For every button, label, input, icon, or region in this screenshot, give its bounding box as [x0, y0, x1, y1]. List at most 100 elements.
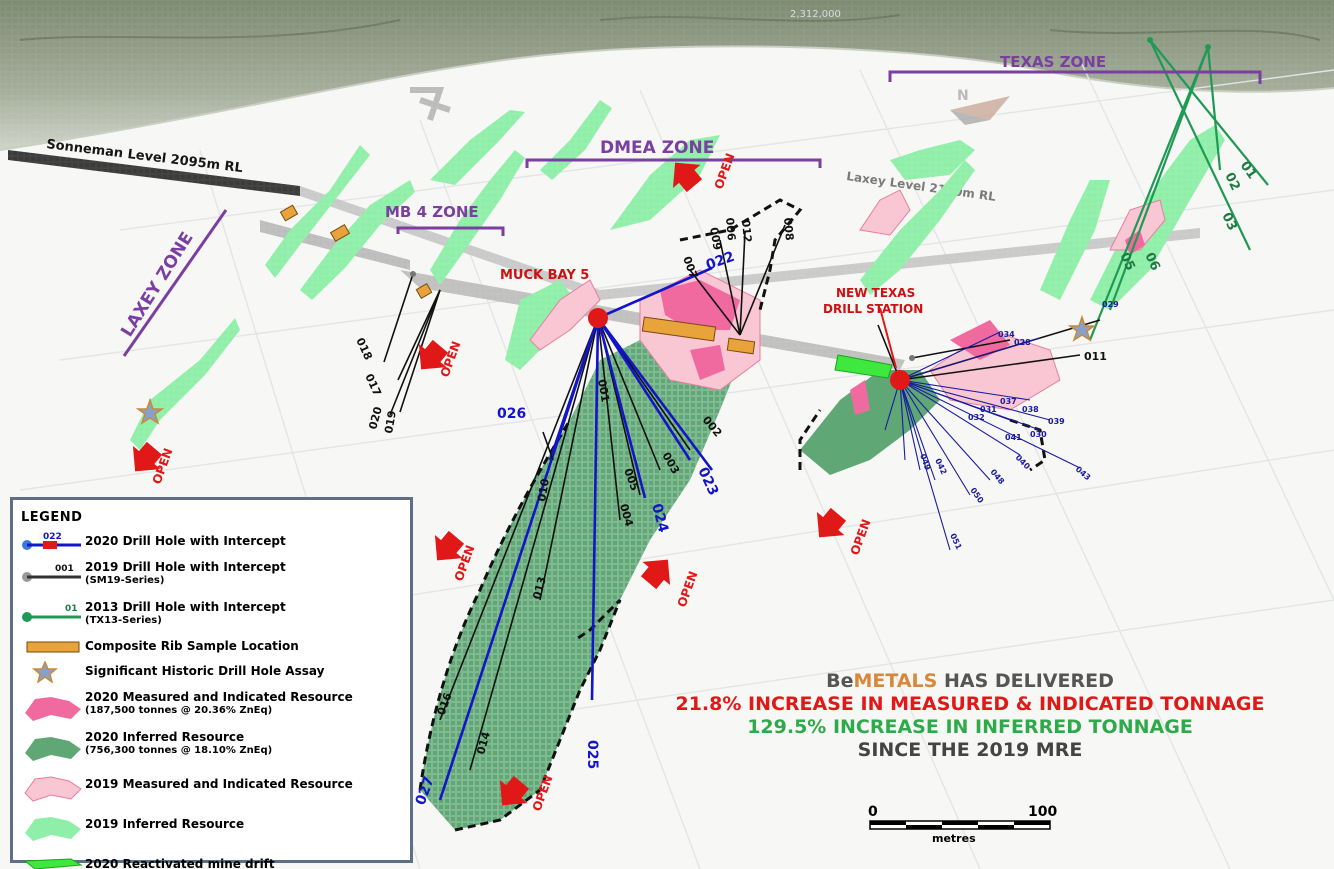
legend-label-rib-sample: Composite Rib Sample Location [85, 639, 299, 653]
legend-label-2020-hole: 2020 Drill Hole with Intercept [85, 534, 286, 548]
inferred-2020-swatch [21, 733, 85, 761]
legend-label-mi-2020: 2020 Measured and Indicated Resource [85, 690, 353, 704]
hole-2013-symbol: 01 [21, 603, 85, 625]
hole-label-008: 008 [781, 217, 796, 241]
headline-line1-rest: HAS DELIVERED [937, 670, 1114, 692]
legend-item-2019-hole: 001 2019 Drill Hole with Intercept(SM19-… [21, 554, 402, 594]
fan-label-030: 030 [1030, 430, 1047, 439]
legend-item-inferred-2020: 2020 Inferred Resource(756,300 tonnes @ … [21, 724, 402, 764]
new-texas-label-line1: NEW TEXAS [836, 286, 915, 300]
headline-line2: 21.8% INCREASE IN MEASURED & INDICATED T… [675, 693, 1265, 715]
legend-item-drift: 2020 Reactivated mine drift [21, 844, 402, 869]
holes-texas-fan [884, 331, 1081, 551]
fan-label-039: 039 [1048, 417, 1065, 426]
new-texas-drill-station [890, 370, 910, 390]
zone-brackets [122, 70, 1262, 357]
rib-sample-symbol [21, 636, 85, 658]
scale-zero: 0 [868, 804, 878, 820]
fan-label-032: 032 [968, 413, 985, 422]
fan-label-028: 028 [1014, 338, 1031, 347]
hole-label-025: 025 [584, 740, 600, 769]
legend-label-historic-assay: Significant Historic Drill Hole Assay [85, 664, 325, 678]
legend-code-01: 01 [65, 604, 78, 614]
legend-label-inferred-2020: 2020 Inferred Resource [85, 730, 245, 744]
legend-title: LEGEND [21, 510, 83, 525]
legend-item-inferred-2019: 2019 Inferred Resource [21, 804, 402, 844]
headline-line3: 129.5% INCREASE IN INFERRED TONNAGE [747, 716, 1193, 738]
mi-2020-bodies [660, 230, 1145, 415]
brand-prefix: Be [826, 670, 854, 692]
headline-line4: SINCE THE 2019 MRE [857, 739, 1083, 761]
legend-sub-inferred-2020: (756,300 tonnes @ 18.10% ZnEq) [85, 745, 273, 756]
legend-label-2013-hole: 2013 Drill Hole with Intercept [85, 600, 286, 614]
hole-label-026: 026 [497, 406, 526, 422]
new-texas-label-line2: DRILL STATION [823, 302, 923, 316]
hole-label-06: 06 [1141, 250, 1162, 273]
muck-bay-drill-station [588, 308, 608, 328]
headline-block: BeMETALS HAS DELIVERED 21.8% INCREASE IN… [620, 670, 1320, 762]
legend-item-historic-assay: Significant Historic Drill Hole Assay [21, 659, 402, 684]
legend-label-inferred-2019: 2019 Inferred Resource [85, 816, 245, 831]
legend-item-2020-hole: 022 2020 Drill Hole with Intercept [21, 529, 402, 554]
hole-label-001: 001 [595, 378, 612, 403]
star-icon [21, 659, 85, 684]
hole-label-013: 013 [530, 575, 549, 601]
inferred-2019-swatch [21, 813, 85, 841]
legend-panel: LEGEND 022 2020 Drill Hole with Intercep… [10, 497, 413, 869]
legend-label-mi-2019: 2019 Measured and Indicated Resource [85, 776, 353, 791]
legend-sub-mi-2020: (187,500 tonnes @ 20.36% ZnEq) [85, 705, 273, 716]
mi-2020-swatch [21, 693, 85, 721]
legend-sub-2013-hole: (TX13-Series) [85, 615, 162, 626]
brand-main: METALS [853, 670, 938, 692]
hole-label-006: 006 [723, 217, 738, 241]
legend-item-rib-sample: Composite Rib Sample Location [21, 634, 402, 659]
legend-item-mi-2020: 2020 Measured and Indicated Resource(187… [21, 684, 402, 724]
north-arrow: N [950, 88, 1010, 125]
legend-label-2019-hole: 2019 Drill Hole with Intercept [85, 560, 286, 574]
hole-label-05: 05 [1116, 250, 1137, 273]
hole-label-02: 02 [1221, 170, 1242, 193]
rib-sample-locations [279, 204, 756, 355]
hole-2019-symbol: 001 [21, 563, 85, 585]
hole-label-014: 014 [474, 730, 493, 756]
hole-2020-symbol: 022 [21, 531, 85, 553]
hole-label-020: 020 [366, 405, 385, 431]
legend-label-drift: 2020 Reactivated mine drift [85, 856, 275, 869]
scale-unit: metres [932, 832, 976, 845]
hole-label-024: 024 [648, 502, 671, 535]
fan-label-041: 041 [1005, 433, 1022, 442]
legend-code-001: 001 [55, 564, 74, 574]
holes-2020 [438, 266, 714, 801]
historic-assay-stars [135, 314, 1097, 425]
holes-2013 [1088, 39, 1269, 341]
headline-line1: BeMETALS HAS DELIVERED [620, 670, 1320, 693]
north-label: N [957, 88, 969, 104]
drift-swatch [21, 853, 85, 869]
texas-zone-label: TEXAS ZONE [1000, 53, 1106, 71]
mi-2019-swatch [21, 773, 85, 802]
resource-outlines [418, 198, 1047, 832]
fan-label-038: 038 [1022, 405, 1039, 414]
muck-bay-label: MUCK BAY 5 [500, 268, 589, 283]
legend-sub-2019-hole: (SM19-Series) [85, 575, 165, 586]
scale-bar: 0 100 metres [860, 776, 1060, 846]
legend-item-2013-hole: 01 2013 Drill Hole with Intercept(TX13-S… [21, 594, 402, 634]
fan-label-031: 031 [980, 405, 997, 414]
dmea-zone-label: DMEA ZONE [600, 138, 714, 158]
mb4-zone-label: MB 4 ZONE [385, 203, 479, 221]
reactivated-drift [834, 354, 893, 379]
fan-label-029a: 029 [1102, 300, 1119, 309]
hole-label-010: 010 [535, 477, 552, 502]
legend-code-022: 022 [43, 532, 62, 542]
hole-label-011: 011 [1084, 350, 1107, 363]
grid-coordinate-label: 2,312,000 [790, 9, 841, 20]
hole-label-009: 009 [707, 226, 724, 251]
scale-max: 100 [1028, 804, 1057, 820]
hole-label-012: 012 [739, 219, 754, 243]
hole-label-019: 019 [382, 410, 399, 435]
fan-label-034: 034 [998, 330, 1015, 339]
legend-item-mi-2019: 2019 Measured and Indicated Resource [21, 764, 402, 804]
hole-label-03: 03 [1218, 210, 1239, 233]
hole-label-004: 004 [617, 502, 636, 528]
